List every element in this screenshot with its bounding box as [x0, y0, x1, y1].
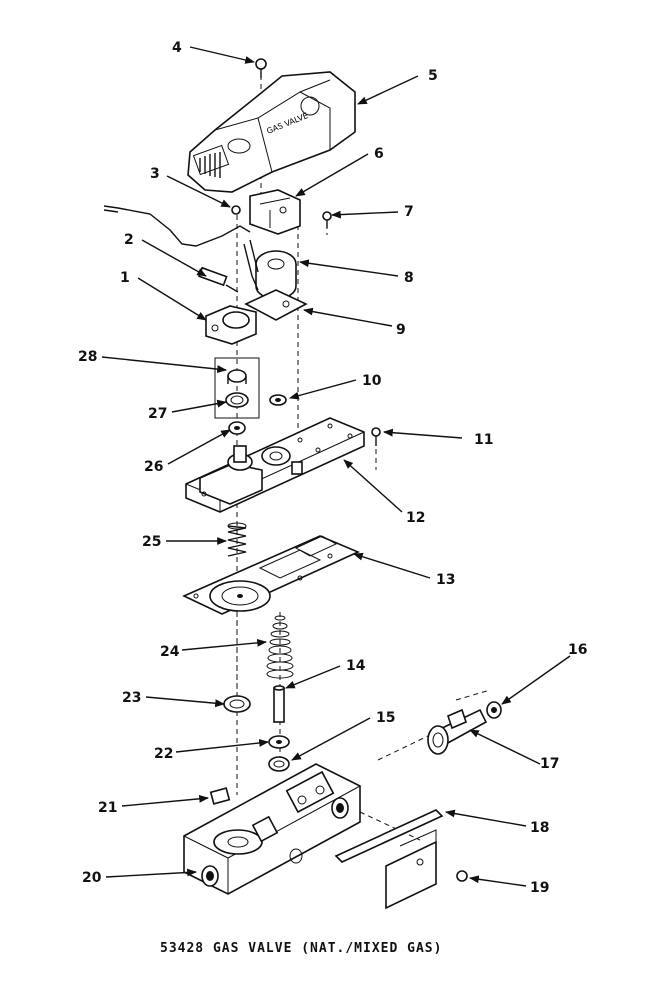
- callout-22: 22: [154, 746, 173, 762]
- callout-16: 16: [568, 642, 587, 658]
- part-seal: [223, 695, 251, 713]
- callout-27: 27: [148, 406, 167, 422]
- callout-24: 24: [160, 644, 180, 660]
- callout-10: 10: [362, 373, 382, 389]
- part-adapter: [427, 708, 488, 755]
- part-plate-gasket: [244, 289, 308, 321]
- callout-3: 3: [150, 166, 160, 182]
- part-nut-16: [486, 701, 502, 719]
- part-screw-small: [231, 205, 241, 215]
- callout-1: 1: [120, 270, 130, 286]
- part-kit-box: [214, 357, 260, 419]
- callout-21: 21: [98, 800, 117, 816]
- callout-23: 23: [122, 690, 141, 706]
- callout-25: 25: [142, 534, 161, 550]
- callout-7: 7: [404, 204, 414, 220]
- part-valve-disc: [268, 756, 290, 772]
- callout-4: 4: [172, 40, 182, 56]
- part-cone-spring: [266, 615, 294, 679]
- part-mount-bracket: [334, 809, 444, 910]
- part-nut-26: [228, 421, 246, 435]
- callout-5: 5: [428, 68, 438, 84]
- part-valve-body: [183, 763, 361, 895]
- callout-28: 28: [78, 349, 97, 365]
- part-washer-22: [268, 735, 290, 749]
- part-solenoid-coil: [243, 239, 297, 300]
- leader-lines: [101, 46, 571, 887]
- part-upper-body: [185, 417, 365, 513]
- part-screw-11: [371, 427, 381, 446]
- part-screw-19: [456, 870, 468, 882]
- part-diaphragm: [182, 535, 360, 615]
- callout-12: 12: [406, 510, 425, 526]
- callout-18: 18: [530, 820, 549, 836]
- callout-19: 19: [530, 880, 549, 896]
- callout-15: 15: [376, 710, 395, 726]
- part-fitting-21: [209, 787, 231, 805]
- part-screw-top: [255, 58, 267, 78]
- part-spring-small: [227, 522, 247, 557]
- part-washer: [269, 394, 287, 406]
- callout-14: 14: [346, 658, 366, 674]
- callout-17: 17: [540, 756, 559, 772]
- callout-2: 2: [124, 232, 134, 248]
- callout-26: 26: [144, 459, 163, 475]
- callout-labels: 4 5 3 6 7 2 8 1 9 28 10 27 11 26 12 25 1…: [78, 40, 587, 896]
- part-cover: GAS VALVE: [187, 71, 356, 193]
- callout-9: 9: [396, 322, 406, 338]
- part-bracket: [249, 189, 301, 235]
- part-regulator-housing: [205, 305, 257, 345]
- callout-13: 13: [436, 572, 455, 588]
- callout-8: 8: [404, 270, 414, 286]
- callout-6: 6: [374, 146, 384, 162]
- part-screw-side: [322, 211, 332, 228]
- diagram-caption: 53428 GAS VALVE (NAT./MIXED GAS): [160, 941, 442, 956]
- part-pin: [273, 685, 285, 723]
- callout-11: 11: [474, 432, 493, 448]
- callout-20: 20: [82, 870, 102, 886]
